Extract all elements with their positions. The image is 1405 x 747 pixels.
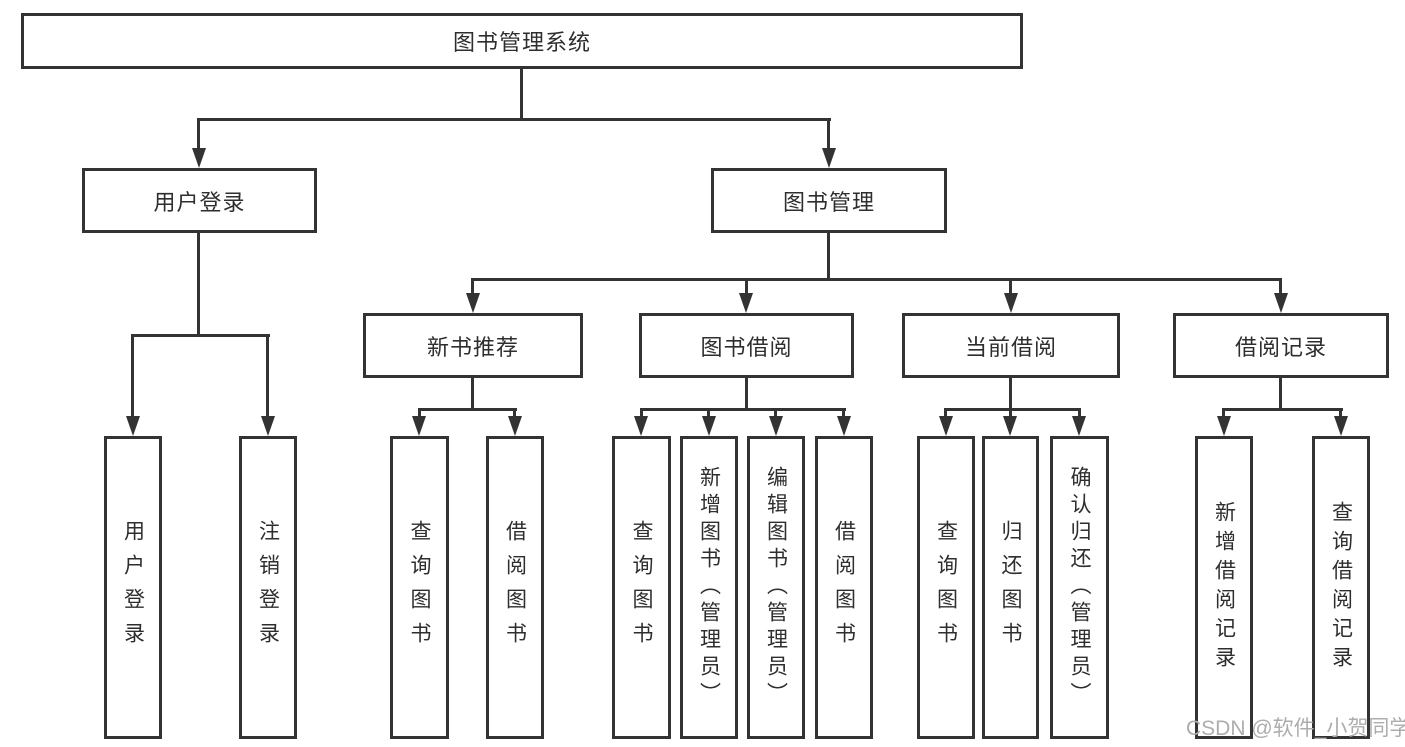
connector-line [471,378,474,408]
leaf-label: 归还图书 [999,519,1022,656]
arrow-down-icon [634,416,648,436]
leaf-label: 查询图书 [934,519,958,656]
connector-line [1339,408,1342,418]
node-new-book-recommendation: 新书推荐 [363,313,583,378]
leaf-edit-book-admin: 编辑图书（管理员） [747,436,805,739]
leaf-query-borrow-record: 查询借阅记录 [1312,436,1370,739]
leaf-confirm-return-admin: 确认归还（管理员） [1050,436,1109,739]
leaf-label: 查询图书 [630,519,653,656]
leaf-label: 编辑图书（管理员） [764,466,788,709]
arrow-down-icon [739,293,753,313]
connector-line [774,408,777,418]
arrow-down-icon [822,148,836,168]
leaf-borrow-books-recommend: 借阅图书 [486,436,544,739]
connector-line [745,278,748,296]
arrow-down-icon [837,416,851,436]
arrow-down-icon [1334,416,1348,436]
connector-line [197,233,200,334]
arrow-down-icon [412,416,426,436]
leaf-label: 查询借阅记录 [1329,500,1353,675]
watermark: CSDN @软件_小贺同学 [1186,717,1405,740]
node-current-borrowing: 当前借阅 [902,313,1120,378]
connector-line [1009,278,1012,296]
arrow-down-icon [1004,293,1018,313]
leaf-label: 借阅图书 [503,519,527,656]
connector-line [131,334,270,337]
leaf-label: 借阅图书 [832,519,856,656]
arrow-down-icon [1072,416,1086,436]
arrow-down-icon [1217,416,1231,436]
node-user-login: 用户登录 [82,168,317,233]
leaf-label: 注销登录 [256,519,280,656]
connector-line [266,334,269,418]
connector-line [197,118,200,150]
leaf-label: 确认归还（管理员） [1068,466,1091,709]
node-borrowing-records: 借阅记录 [1173,313,1389,378]
connector-line [1222,408,1225,418]
connector-line [944,408,1081,411]
node-book-management: 图书管理 [711,168,947,233]
arrow-down-icon [702,416,716,436]
leaf-label: 新增图书（管理员） [697,466,721,709]
node-library-management-system: 图书管理系统 [21,13,1023,69]
leaf-add-borrow-record: 新增借阅记录 [1195,436,1253,739]
arrow-down-icon [466,293,480,313]
node-label: 图书管理 [782,189,875,215]
node-book-borrowing: 图书借阅 [639,313,854,378]
connector-line [520,68,523,120]
connector-line [1009,378,1012,408]
connector-line [944,408,947,418]
connector-line [1078,408,1081,418]
connector-line [707,408,710,418]
arrow-down-icon [261,416,275,436]
arrow-down-icon [1003,416,1017,436]
arrow-down-icon [508,416,522,436]
connector-line [1279,278,1282,296]
connector-line [827,118,830,150]
connector-line [513,408,516,418]
connector-line [471,278,1282,281]
connector-line [827,233,830,278]
leaf-logout: 注销登录 [239,436,297,739]
leaf-return-book: 归还图书 [982,436,1039,739]
leaf-query-books-current: 查询图书 [917,436,975,739]
connector-line [745,378,748,408]
leaf-user-login: 用户登录 [104,436,162,739]
connector-line [842,408,845,418]
connector-line [1009,408,1012,418]
node-label: 图书借阅 [700,334,793,360]
node-label: 当前借阅 [964,334,1057,360]
arrow-down-icon [769,416,783,436]
connector-line [131,334,134,418]
leaf-add-book-admin: 新增图书（管理员） [680,436,738,739]
leaf-query-books-borrow: 查询图书 [612,436,671,739]
node-label: 用户登录 [153,189,246,215]
arrow-down-icon [192,148,206,168]
connector-line [197,118,831,121]
leaf-label: 新增借阅记录 [1212,500,1236,675]
arrow-down-icon [1274,293,1288,313]
connector-line [1222,408,1343,411]
connector-line [1279,378,1282,408]
connector-line [418,408,517,411]
node-label: 图书管理系统 [452,30,591,55]
node-label: 新书推荐 [426,334,519,360]
node-label: 借阅记录 [1234,334,1327,360]
arrow-down-icon [126,416,140,436]
leaf-query-books-recommend: 查询图书 [390,436,449,739]
leaf-label: 用户登录 [121,519,145,656]
arrow-down-icon [939,416,953,436]
leaf-label: 查询图书 [408,519,431,656]
leaf-borrow-books: 借阅图书 [815,436,873,739]
connector-line [640,408,846,411]
connector-line [418,408,421,418]
connector-line [640,408,643,418]
connector-line [471,278,474,296]
